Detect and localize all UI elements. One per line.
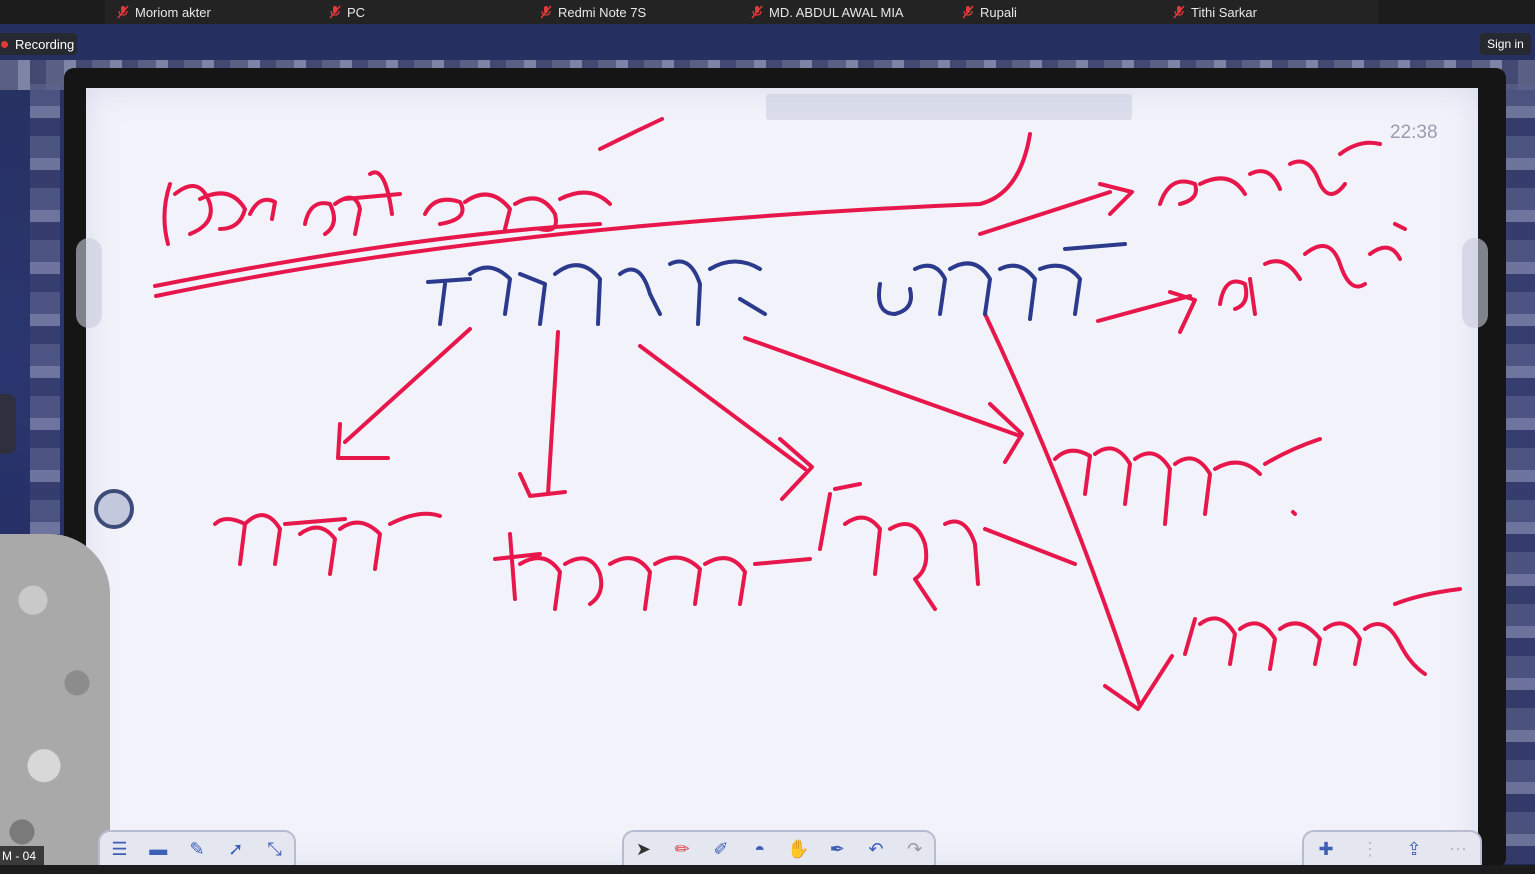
shared-video-feed: 22:38 xyxy=(0,24,1535,865)
mic-muted-icon xyxy=(117,5,129,19)
add-page-icon[interactable]: ✚ xyxy=(1318,838,1334,859)
pin-icon[interactable]: ✎ xyxy=(189,838,205,859)
heading-underline-ink-2 xyxy=(153,222,602,288)
branch-word-3 xyxy=(818,482,1077,611)
bottom-control-strip xyxy=(0,865,1535,874)
heading-underline-ink xyxy=(154,132,1032,298)
participant-tile-4[interactable]: Rupali xyxy=(961,0,1166,24)
whiteboard-handwriting xyxy=(153,117,1462,711)
recording-label: Recording xyxy=(15,36,75,52)
participant-name: Tithi Sarkar xyxy=(1191,4,1257,20)
mic-muted-icon xyxy=(962,5,974,19)
pointer-icon[interactable]: ➤ xyxy=(635,838,651,859)
participant-strip: Moriom akter PC Redmi Note 7S xyxy=(0,0,1535,24)
participant-strip-background xyxy=(105,0,1378,24)
participant-name: Rupali xyxy=(980,4,1017,20)
whiteboard-side-handle-left xyxy=(76,238,102,328)
branch-word-2 xyxy=(493,532,812,611)
participant-name: Redmi Note 7S xyxy=(558,4,647,20)
recording-dot-icon xyxy=(1,40,8,48)
mic-muted-icon xyxy=(751,5,763,19)
undo-icon[interactable]: ↶ xyxy=(868,838,884,859)
participant-name: MD. ABDUL AWAL MIA xyxy=(769,4,904,20)
arrow-ink-left-down xyxy=(336,327,472,460)
participant-tile-3[interactable]: MD. ABDUL AWAL MIA xyxy=(750,0,955,24)
heading-ink-word-2 xyxy=(303,170,402,236)
whiteboard-surface: 22:38 xyxy=(76,88,1488,865)
center-word-ink xyxy=(426,259,767,326)
branch-word-1 xyxy=(213,511,442,576)
floating-circle-button[interactable] xyxy=(94,489,134,529)
whiteboard-side-handle-right xyxy=(1462,238,1488,328)
participant-tile-1[interactable]: PC xyxy=(328,0,533,24)
participant-tile-5[interactable]: Tithi Sarkar xyxy=(1172,0,1377,24)
redo-icon[interactable]: ↷ xyxy=(907,838,923,859)
more-icon[interactable]: ⋯ xyxy=(1449,838,1467,859)
mic-muted-icon xyxy=(1173,5,1185,19)
speaker-name-tag: M - 04 xyxy=(0,846,44,865)
eraser-icon[interactable]: ◓ xyxy=(754,838,766,859)
participant-name: PC xyxy=(347,4,366,20)
highlighter-icon[interactable]: ✐ xyxy=(713,838,729,859)
branch-word-top-right-2 xyxy=(1218,222,1407,316)
whiteboard-toolbar-center: ➤ ✏ ✐ ◓ ✋ ✒ ↶ ↷ xyxy=(622,830,936,865)
branch-word-4 xyxy=(1053,437,1322,526)
page-divider-icon: ⋮ xyxy=(1361,838,1379,859)
arrow-ink-right xyxy=(1096,290,1197,334)
whiteboard-toolbar-right: ✚ ⋮ ⇪ ⋯ xyxy=(1302,830,1482,865)
right-center-word-ink xyxy=(877,242,1127,321)
mic-muted-icon xyxy=(329,5,341,19)
menu-icon[interactable]: ☰ xyxy=(111,838,128,859)
recording-indicator[interactable]: Recording xyxy=(0,33,77,55)
branch-word-top-right-1 xyxy=(1158,140,1382,206)
branch-word-5 xyxy=(1183,587,1462,676)
whiteboard-clock: 22:38 xyxy=(1390,122,1438,143)
participant-name: Moriom akter xyxy=(135,4,211,20)
presenter-arm xyxy=(0,394,16,454)
hand-icon[interactable]: ✋ xyxy=(787,838,810,859)
whiteboard-toolbar-left: ☰ ▬ ✎ ➚ ⤡ xyxy=(98,830,296,865)
sign-in-button[interactable]: Sign in xyxy=(1480,33,1531,55)
pen-icon[interactable]: ✏ xyxy=(674,838,690,859)
export-icon[interactable]: ⇪ xyxy=(1406,838,1422,859)
arrow-ink-top-right xyxy=(978,182,1134,236)
participant-tile-0[interactable]: Moriom akter xyxy=(116,0,321,24)
magic-pen-icon[interactable]: ✒ xyxy=(829,838,845,859)
arrow-ink-down-long xyxy=(983,312,1174,711)
whiteboard-top-toolbar xyxy=(766,94,1132,120)
arrow-ink-right-long xyxy=(743,336,1024,464)
participant-tile-2[interactable]: Redmi Note 7S xyxy=(539,0,744,24)
arrow-ink-down xyxy=(518,330,567,498)
presenter-figure xyxy=(0,534,110,865)
heading-ink-word-3 xyxy=(423,117,664,232)
shrink-icon[interactable]: ⤡ xyxy=(267,838,282,859)
share-icon[interactable]: ➚ xyxy=(228,838,244,859)
arrow-ink-down-right xyxy=(638,344,814,501)
mic-muted-icon xyxy=(540,5,552,19)
screen-icon[interactable]: ▬ xyxy=(149,838,168,859)
heading-ink-word-1 xyxy=(162,182,277,246)
